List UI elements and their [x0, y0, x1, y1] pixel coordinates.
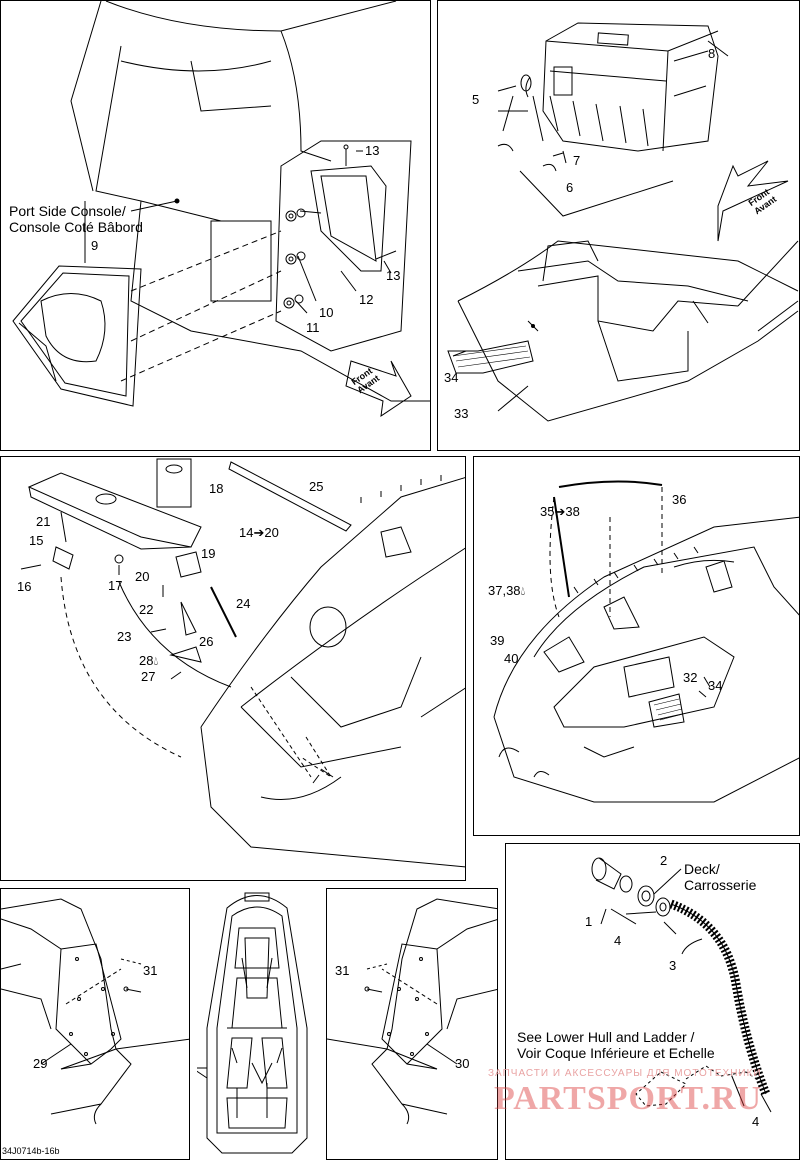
- cooler-drawing: [447, 22, 799, 422]
- callout-16: 16: [17, 579, 32, 594]
- callout-27: 27: [141, 669, 156, 684]
- callout-13-top: 13: [365, 143, 380, 158]
- callout-19: 19: [201, 546, 216, 561]
- sealant-drop-icon: 💧︎: [520, 584, 526, 598]
- callout-34: 34: [444, 370, 459, 385]
- drain-drawing: [591, 857, 772, 1113]
- callout-13-side: 13: [386, 268, 401, 283]
- front-arrow-icon: Front Avant: [345, 357, 415, 417]
- callout-25: 25: [309, 479, 324, 494]
- callout-12: 12: [359, 292, 374, 307]
- callout-30: 30: [455, 1056, 470, 1071]
- lower-hull-note: See Lower Hull and Ladder / Voir Coque I…: [517, 1029, 715, 1061]
- callout-6: 6: [566, 180, 574, 195]
- boat-top-view-drawing: [197, 892, 308, 1154]
- callout-22: 22: [139, 602, 154, 617]
- bow-storage-panel: 36 35➔38 37,38💧︎ 39 40 32 34: [473, 456, 800, 836]
- port-console-drawing: [12, 1, 430, 418]
- note-line-en: Port Side Console/: [9, 203, 126, 219]
- callout-40: 40: [504, 651, 519, 666]
- callout-37-38: 37,38💧︎: [488, 584, 525, 597]
- callout-2: 2: [660, 853, 668, 868]
- deck-line-en: Deck/: [684, 861, 720, 877]
- callout-4: 4: [752, 1114, 760, 1129]
- callout-21: 21: [36, 514, 51, 529]
- sealant-drop-icon: 💧︎: [153, 654, 159, 668]
- callout-8: 8: [708, 46, 716, 61]
- right-side-drawing: [327, 898, 497, 1125]
- callout-32: 32: [683, 670, 698, 685]
- callout-9: 9: [91, 238, 99, 253]
- callout-31: 31: [143, 963, 158, 978]
- callout-5: 5: [472, 92, 480, 107]
- callout-28: 28💧︎: [139, 654, 158, 667]
- callout-31: 31: [335, 963, 350, 978]
- watermark-logo: PARTSPORT.RU: [494, 1080, 763, 1117]
- callout-23: 23: [117, 629, 132, 644]
- front-storage-drawing: [20, 458, 465, 868]
- callout-11: 11: [306, 320, 320, 335]
- left-side-panel: 31 29: [0, 888, 190, 1160]
- callout-37-38-text: 37,38: [488, 583, 521, 598]
- callout-15: 15: [29, 533, 44, 548]
- cooler-panel: 5 8 7 6 34 33 Front Avant: [437, 0, 800, 451]
- callout-29: 29: [33, 1056, 48, 1071]
- callout-18: 18: [209, 481, 224, 496]
- callout-20: 20: [135, 569, 150, 584]
- lower-hull-line-en: See Lower Hull and Ladder /: [517, 1029, 695, 1045]
- callout-7: 7: [573, 153, 581, 168]
- callout-35-38: 35➔38: [540, 504, 580, 519]
- front-arrow-icon: Front Avant: [730, 181, 799, 241]
- port-console-panel: Port Side Console/ Console Coté Bâbord 9…: [0, 0, 431, 451]
- left-side-drawing: [1, 898, 189, 1125]
- callout-36: 36: [672, 492, 687, 507]
- callout-26: 26: [199, 634, 214, 649]
- deck-note: Deck/ Carrosserie: [684, 861, 756, 893]
- callout-10: 10: [319, 305, 334, 320]
- port-side-console-note: Port Side Console/ Console Coté Bâbord: [9, 203, 143, 235]
- callout-1: 1: [585, 914, 593, 929]
- callout-3: 3: [669, 958, 677, 973]
- bow-storage-drawing: [493, 480, 799, 803]
- lower-hull-line-fr: Voir Coque Inférieure et Echelle: [517, 1045, 715, 1061]
- callout-24: 24: [236, 596, 251, 611]
- deck-line-fr: Carrosserie: [684, 877, 757, 893]
- drain-panel: 2 Deck/ Carrosserie 1 4 3 See Lower Hull…: [505, 843, 800, 1160]
- callout-4: 4: [614, 933, 622, 948]
- watermark-tagline: ЗАПЧАСТИ И АКСЕССУАРЫ ДЛЯ МОТОТЕХНИКИ: [488, 1068, 762, 1079]
- callout-14-20: 14➔20: [239, 525, 279, 540]
- note-line-fr: Console Coté Bâbord: [9, 219, 143, 235]
- callout-28-text: 28: [139, 653, 154, 668]
- figure-code: 34J0714b-16b: [2, 1146, 60, 1156]
- callout-17: 17: [108, 578, 123, 593]
- callout-39: 39: [490, 633, 505, 648]
- right-side-panel: 31 30: [326, 888, 498, 1160]
- callout-34: 34: [708, 678, 723, 693]
- callout-33: 33: [454, 406, 469, 421]
- boat-top-view-panel: [197, 888, 319, 1160]
- front-storage-panel: 18 25 14➔20 21 15 19 16 17 20 24 22 23 2…: [0, 456, 466, 881]
